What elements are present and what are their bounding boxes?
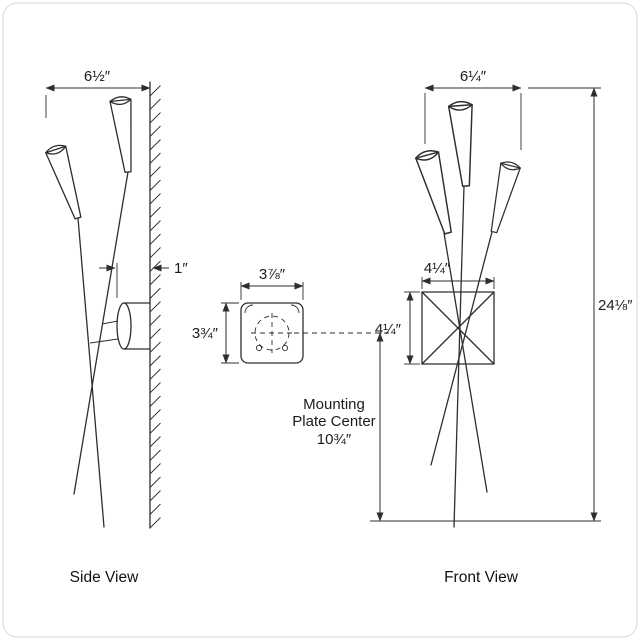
side-mounting-plate <box>116 302 151 350</box>
plate-height-label: 3¾″ <box>192 325 219 342</box>
front-cone-left <box>414 147 461 237</box>
side-arm-connector-2 <box>89 338 119 344</box>
plate-corner-arc-right <box>290 304 300 314</box>
side-cone-upper-right <box>109 95 140 174</box>
front-plate-height-dimension <box>404 291 420 365</box>
side-width-dimension <box>45 84 151 118</box>
side-depth-dimension <box>99 263 169 298</box>
front-rod-right <box>430 231 493 466</box>
wall-hatching <box>149 85 161 529</box>
front-width-label: 6¼″ <box>460 68 487 85</box>
plate-corner-arc-left <box>244 304 254 314</box>
plate-width-label: 3⅞″ <box>259 266 286 283</box>
front-rod-left <box>443 232 488 493</box>
screw-hole-left <box>255 344 263 352</box>
mounting-center-note-line1: Mounting <box>303 396 365 413</box>
mounting-center-note-line2: Plate Center <box>292 413 375 430</box>
plate-height-dimension <box>221 302 239 364</box>
side-cone-upper-left <box>44 142 89 222</box>
overall-height-dimension <box>528 87 601 522</box>
mounting-center-note-dim: 10¾″ <box>317 431 352 448</box>
mounting-plate-detail: 3⅞″ 3¾″ Mounting Plate Center 10¾″ <box>192 266 394 522</box>
front-cone-right <box>483 159 522 236</box>
front-mounting-plate <box>421 291 495 365</box>
side-arm-connector-1 <box>101 320 119 325</box>
mounting-center-note: Mounting Plate Center 10¾″ <box>292 396 375 448</box>
side-rod-2 <box>77 217 105 528</box>
side-rod-1 <box>73 171 129 495</box>
side-depth-label: 1″ <box>174 260 188 277</box>
front-view-caption: Front View <box>444 569 519 586</box>
front-view: 6¼″ 4¼″ 4¼″ <box>375 68 633 586</box>
overall-height-label: 24⅛″ <box>598 297 633 314</box>
screw-hole-right <box>281 344 289 352</box>
front-plate-width-dimension <box>421 277 495 289</box>
front-width-dimension <box>424 84 522 150</box>
front-cone-middle <box>447 100 479 188</box>
side-view-caption: Side View <box>70 569 139 586</box>
side-width-label: 6½″ <box>84 68 111 85</box>
front-plate-width-label: 4¼″ <box>424 260 451 277</box>
side-view: 6½″ 1″ Side View <box>44 68 188 586</box>
front-plate-height-label: 4¼″ <box>375 321 402 338</box>
plate-width-dimension <box>240 282 304 300</box>
